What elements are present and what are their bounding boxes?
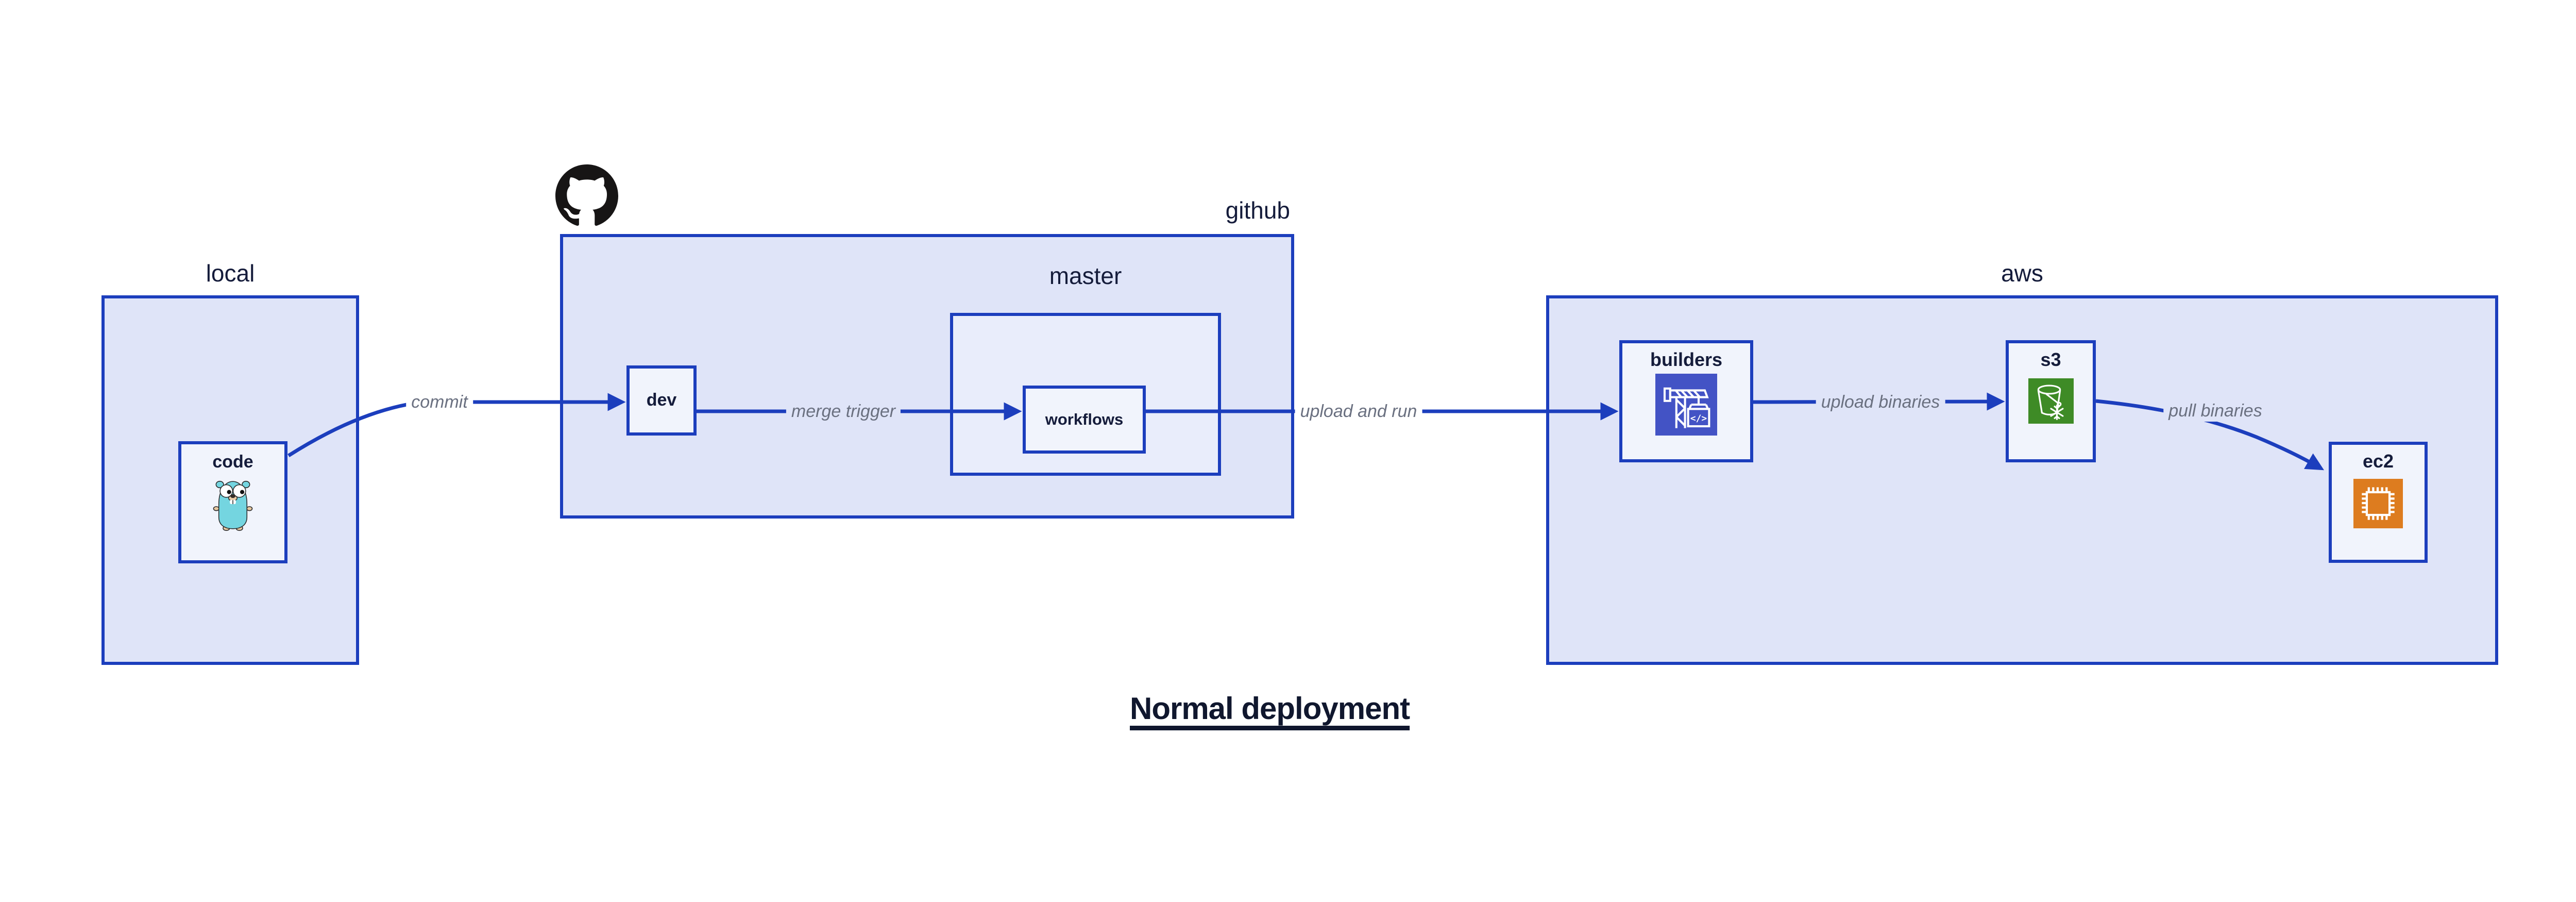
- node-label-s3: s3: [2040, 349, 2061, 370]
- group-label-github: github: [1225, 197, 1290, 224]
- node-ec2: ec2: [2329, 442, 2428, 563]
- node-workflows: workflows: [1023, 386, 1146, 454]
- go-gopher-icon: [213, 481, 253, 531]
- node-dev: dev: [626, 365, 697, 436]
- github-octocat-icon: [555, 164, 618, 226]
- edge-label-merge-trigger: merge trigger: [786, 400, 901, 422]
- group-label-local: local: [206, 260, 255, 287]
- codebuild-code-glyph: </>: [1690, 413, 1707, 424]
- diagram-title: Normal deployment: [1130, 691, 1410, 726]
- node-code: code: [178, 441, 287, 563]
- aws-s3-glacier-icon: [2028, 378, 2074, 424]
- edge-label-pull-binaries: pull binaries: [2163, 400, 2267, 422]
- node-builders: builders </>: [1619, 340, 1753, 462]
- group-label-aws: aws: [2001, 260, 2043, 287]
- node-s3: s3: [2006, 340, 2096, 462]
- node-label-ec2: ec2: [2362, 450, 2394, 472]
- node-label-workflows: workflows: [1045, 410, 1124, 428]
- aws-codebuild-icon: </>: [1655, 373, 1717, 436]
- edge-label-upload-and-run: upload and run: [1295, 400, 1422, 422]
- node-label-code: code: [212, 452, 253, 472]
- edge-pull-binaries: [2095, 399, 2325, 471]
- node-label-builders: builders: [1650, 349, 1723, 370]
- aws-ec2-icon: [2353, 478, 2403, 528]
- node-label-dev: dev: [646, 390, 677, 410]
- edge-label-upload-binaries: upload binaries: [1816, 391, 1945, 413]
- edge-label-commit: commit: [406, 391, 473, 413]
- group-label-master: master: [1049, 262, 1122, 289]
